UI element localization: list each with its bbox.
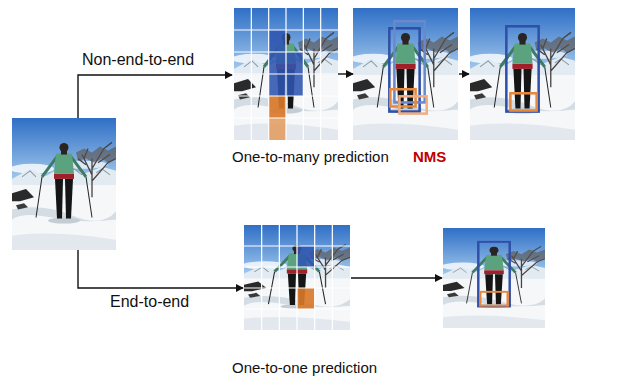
positive-cell	[297, 246, 315, 267]
branch-arrow	[78, 75, 232, 118]
prediction-panel: NMS	[353, 8, 458, 140]
result-photo	[468, 8, 575, 140]
branch-label: Non-end-to-end	[82, 50, 194, 69]
positive-cell	[269, 96, 286, 118]
person-box	[506, 26, 538, 111]
step-label: NMS	[413, 148, 446, 166]
panel-caption: One-to-one prediction	[232, 359, 377, 377]
grid-lines	[234, 8, 338, 140]
ski-box	[480, 292, 507, 306]
positive-cell	[297, 288, 315, 309]
ski-box	[390, 89, 415, 106]
flow-arrow	[459, 73, 469, 74]
prediction-panel: One-to-one prediction	[244, 225, 350, 330]
flow-arrow	[338, 73, 353, 74]
panel-caption: One-to-many prediction	[232, 148, 389, 166]
branch-label: End-to-end	[110, 292, 189, 311]
prediction-panel: One-to-many prediction	[234, 8, 338, 140]
branch-arrow	[78, 250, 243, 288]
prediction-grid	[242, 225, 350, 330]
person-box	[478, 242, 509, 307]
grid-lines	[244, 225, 350, 330]
detection-photo	[351, 8, 458, 140]
prediction-grid	[232, 8, 338, 140]
input-photo	[10, 118, 116, 250]
flow-arrows	[78, 74, 469, 288]
flow-arrow	[351, 277, 442, 278]
result-photo	[441, 228, 545, 328]
ski-box	[399, 96, 426, 113]
ski-box	[510, 93, 536, 110]
positive-cell	[269, 118, 286, 140]
